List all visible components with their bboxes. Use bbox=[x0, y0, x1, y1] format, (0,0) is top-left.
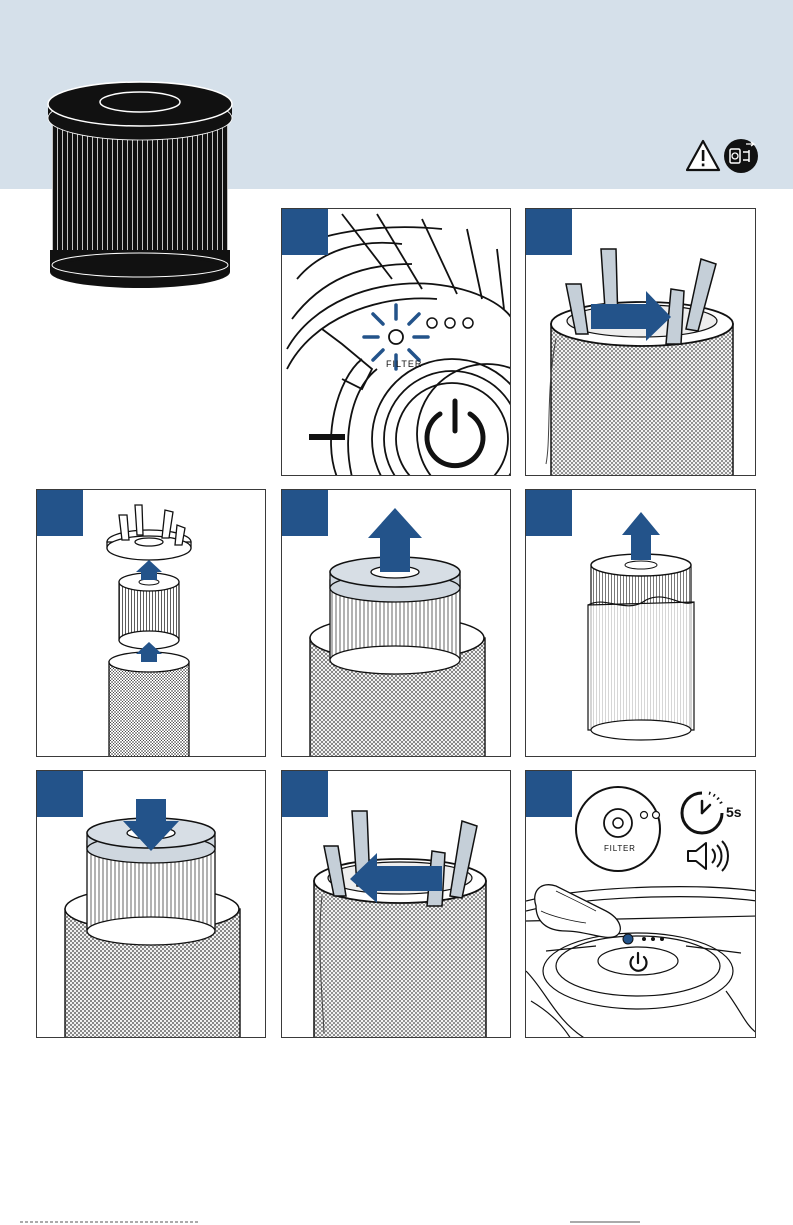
power-icon bbox=[427, 401, 483, 466]
step-badge-8 bbox=[526, 771, 572, 817]
unplug-icon bbox=[724, 139, 758, 173]
timer-label: 5s bbox=[726, 804, 742, 820]
step-panel-6 bbox=[36, 770, 266, 1038]
step-panel-7 bbox=[281, 770, 511, 1038]
step-panel-1: FILTER bbox=[281, 208, 511, 476]
timer-icon bbox=[682, 793, 722, 833]
filter-indicator-label: FILTER bbox=[386, 359, 422, 369]
step-badge-3 bbox=[37, 490, 83, 536]
step-panel-2 bbox=[525, 208, 756, 476]
warning-triangle-icon bbox=[687, 141, 719, 170]
step-badge-7 bbox=[282, 771, 328, 817]
inset-filter-label: FILTER bbox=[604, 844, 636, 853]
step-badge-5 bbox=[526, 490, 572, 536]
speaker-sound-icon bbox=[688, 841, 728, 871]
step-badge-4 bbox=[282, 490, 328, 536]
filter-cartridge-illustration bbox=[40, 70, 240, 295]
step-panel-8: FILTER 5s bbox=[525, 770, 756, 1038]
footer-print-marks bbox=[0, 1219, 793, 1225]
step-panel-4 bbox=[281, 489, 511, 757]
step-badge-6 bbox=[37, 771, 83, 817]
step-panel-5 bbox=[525, 489, 756, 757]
step-panel-3 bbox=[36, 489, 266, 757]
step-badge-1 bbox=[282, 209, 328, 255]
step-badge-2 bbox=[526, 209, 572, 255]
safety-icons bbox=[686, 138, 758, 174]
